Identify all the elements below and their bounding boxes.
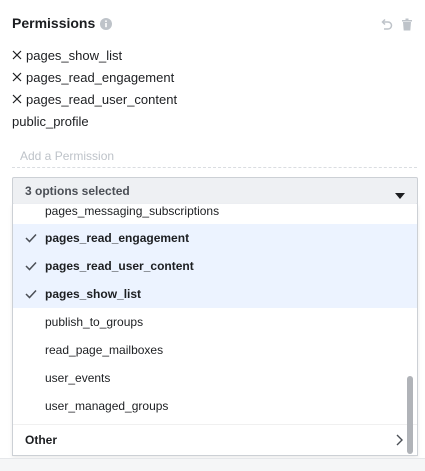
permission-select[interactable]: 3 options selected	[12, 177, 418, 205]
other-label: Other	[25, 433, 58, 447]
panel-header: Permissions	[12, 15, 113, 31]
option-label: publish_to_groups	[45, 315, 144, 329]
trash-icon[interactable]	[401, 18, 413, 31]
option-label: pages_read_engagement	[45, 231, 190, 245]
option-item[interactable]: user_managed_groups	[13, 392, 417, 420]
option-label: read_page_mailboxes	[45, 343, 164, 357]
option-item[interactable]: pages_read_engagement	[13, 224, 417, 252]
options-dropdown: pages_messaging_subscriptions pages_read…	[12, 204, 418, 456]
header-actions	[380, 18, 413, 31]
option-item[interactable]: read_page_mailboxes	[13, 336, 417, 364]
footer-bar	[0, 458, 425, 471]
close-icon[interactable]	[12, 48, 26, 63]
permission-chip: pages_show_list	[12, 44, 177, 66]
permission-list: pages_show_list pages_read_engagement pa…	[12, 44, 177, 132]
select-summary: 3 options selected	[25, 184, 130, 198]
check-icon	[25, 232, 37, 246]
panel-title: Permissions	[12, 15, 96, 31]
option-label: user_managed_groups	[45, 399, 169, 413]
check-icon	[25, 288, 37, 302]
check-icon	[25, 260, 37, 274]
undo-icon[interactable]	[380, 18, 393, 31]
add-permission-input[interactable]	[12, 144, 417, 168]
other-group[interactable]: Other	[13, 424, 417, 455]
permission-chip: pages_read_engagement	[12, 66, 177, 88]
dropdown-scrollbar[interactable]	[407, 376, 413, 454]
info-icon[interactable]	[100, 17, 113, 30]
option-label: pages_show_list	[45, 287, 142, 301]
option-item[interactable]: publish_to_groups	[13, 308, 417, 336]
close-icon[interactable]	[12, 92, 26, 107]
permission-chip: pages_read_user_content	[12, 88, 177, 110]
option-item[interactable]: pages_messaging_subscriptions	[13, 204, 417, 224]
caret-down-icon	[395, 188, 405, 202]
permission-chip: public_profile	[12, 110, 177, 132]
permission-label: pages_show_list	[26, 47, 123, 63]
option-label: user_events	[45, 371, 111, 385]
option-item[interactable]: user_events	[13, 364, 417, 392]
option-item[interactable]: pages_read_user_content	[13, 252, 417, 280]
permission-label: pages_read_engagement	[26, 69, 175, 85]
option-label: pages_read_user_content	[45, 259, 194, 273]
permission-label: public_profile	[12, 113, 89, 129]
option-item[interactable]: pages_show_list	[13, 280, 417, 308]
close-icon[interactable]	[12, 70, 26, 85]
chevron-right-icon	[396, 434, 403, 449]
option-label: pages_messaging_subscriptions	[45, 204, 220, 218]
permission-label: pages_read_user_content	[26, 91, 178, 107]
